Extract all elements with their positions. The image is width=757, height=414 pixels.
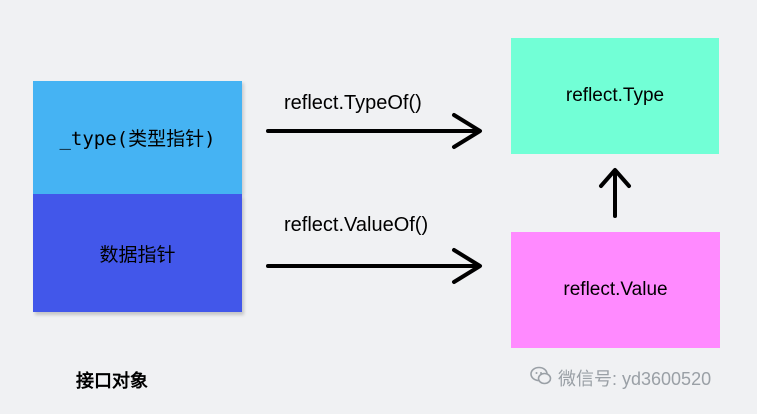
wechat-icon <box>530 366 552 391</box>
reflect-value-label: reflect.Value <box>563 279 668 300</box>
interface-type-field-label: _type(类型指针) <box>59 128 216 150</box>
reflect-type-label: reflect.Type <box>565 85 665 106</box>
interface-type-field: _type(类型指针) <box>33 81 242 194</box>
typeof-edge-label: reflect.TypeOf() <box>284 92 422 114</box>
typeof-arrow <box>266 113 482 149</box>
interface-object-caption: 接口对象 <box>76 371 148 391</box>
interface-data-pointer-field: 数据指针 <box>33 194 242 312</box>
interface-data-pointer-label: 数据指针 <box>99 244 176 266</box>
watermark: 微信号: yd3600520 <box>530 365 711 391</box>
reflect-type-box: reflect.Type <box>511 38 719 154</box>
valueof-edge-label: reflect.ValueOf() <box>284 214 429 236</box>
valueof-arrow <box>266 248 482 284</box>
watermark-text: 微信号: yd3600520 <box>558 369 712 389</box>
value-to-type-arrow <box>599 168 631 218</box>
reflect-value-box: reflect.Value <box>511 232 720 348</box>
